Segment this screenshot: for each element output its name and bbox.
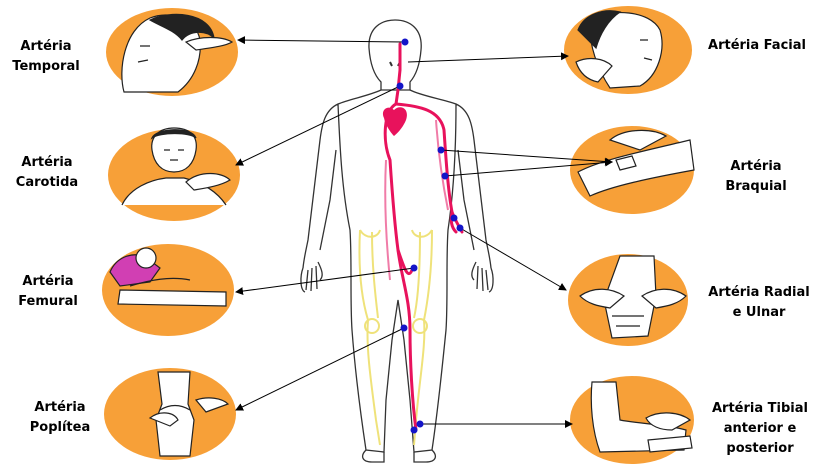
pulse-dot-temporal	[402, 39, 409, 46]
connector-arrows	[236, 40, 612, 424]
pulse-dot-tibial-2	[411, 427, 418, 434]
label-femural-line2: Femural	[0, 292, 96, 312]
pulse-dot-radial-2	[457, 225, 464, 232]
label-temporal-line2: Temporal	[0, 57, 92, 77]
label-carotida-line1: Artéria	[0, 153, 94, 173]
pulse-dot-braquial-2	[442, 173, 449, 180]
radial-illustration	[568, 254, 688, 346]
label-temporal: Artéria Temporal	[0, 37, 92, 77]
label-poplitea-line1: Artéria	[16, 398, 104, 418]
arrow-temporal	[238, 40, 405, 42]
pulse-points	[397, 39, 464, 434]
label-facial: Artéria Facial	[698, 36, 816, 56]
femural-illustration	[102, 244, 234, 336]
poplitea-illustration	[104, 368, 236, 460]
label-femural: Artéria Femural	[0, 272, 96, 312]
label-radial-line2: e Ulnar	[698, 303, 820, 323]
label-poplitea-line2: Poplítea	[16, 418, 104, 438]
label-femural-line1: Artéria	[0, 272, 96, 292]
label-radial: Artéria Radial e Ulnar	[698, 283, 820, 323]
pulse-dot-poplitea	[401, 325, 408, 332]
arrow-femural	[236, 268, 414, 292]
arrow-radial	[460, 228, 566, 290]
label-tibial-line2: anterior e	[700, 419, 820, 439]
label-braquial: Artéria Braquial	[708, 157, 804, 197]
leg-bones	[359, 230, 432, 445]
temporal-illustration	[106, 8, 238, 96]
label-braquial-line1: Artéria	[708, 157, 804, 177]
label-tibial-line3: posterior	[700, 439, 820, 459]
pulse-dot-tibial-1	[417, 421, 424, 428]
label-carotida: Artéria Carotida	[0, 153, 94, 193]
label-facial-line1: Artéria Facial	[698, 36, 816, 56]
arrow-facial	[408, 56, 568, 62]
facial-illustration	[564, 6, 692, 94]
label-braquial-line2: Braquial	[708, 177, 804, 197]
label-tibial: Artéria Tibial anterior e posterior	[700, 399, 820, 459]
pulse-dot-radial-1	[451, 215, 458, 222]
arrow-poplitea	[236, 328, 404, 410]
pulse-dot-braquial-1	[438, 147, 445, 154]
pulse-dot-carotida	[397, 83, 404, 90]
artery-light-branches	[385, 120, 448, 280]
label-tibial-line1: Artéria Tibial	[700, 399, 820, 419]
carotida-illustration	[108, 128, 240, 221]
braquial-illustration	[570, 126, 694, 214]
tibial-illustration	[570, 376, 694, 464]
label-temporal-line1: Artéria	[0, 37, 92, 57]
label-poplitea: Artéria Poplítea	[16, 398, 104, 438]
label-radial-line1: Artéria Radial	[698, 283, 820, 303]
label-carotida-line2: Carotida	[0, 173, 94, 193]
pulse-dot-femural	[411, 265, 418, 272]
